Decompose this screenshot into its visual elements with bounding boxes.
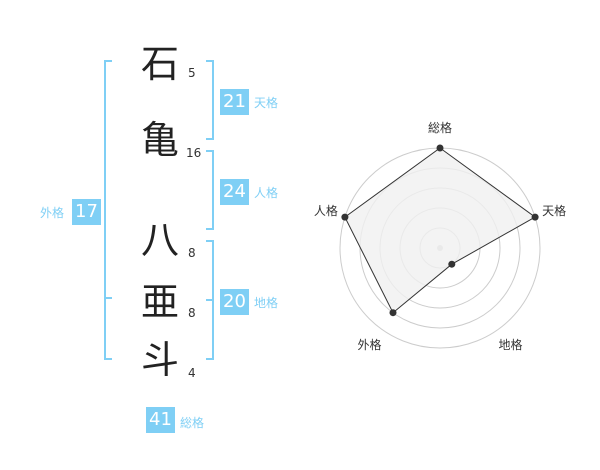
gaikaku-label: 外格 [40,206,65,220]
chikaku-value: 20 [220,289,249,315]
radar-point-3 [448,260,456,268]
stroke-count-4: 8 [188,306,196,320]
radar-point-2 [531,213,539,221]
tenkaku-bracket [206,60,214,140]
gaikaku-bracket [104,60,112,360]
kanji-char-1: 石 [140,42,179,86]
radar-axis-label-3: 地格 [498,337,522,352]
jinkaku-bracket [206,150,214,230]
tenkaku-value: 21 [220,89,249,115]
radar-axis-label-5: 人格 [314,203,338,218]
stroke-count-5: 4 [188,366,196,380]
chikaku-bracket-tick [206,299,214,301]
radar-polygon [344,147,537,314]
chikaku-label: 地格 [254,296,279,310]
kanji-char-5: 斗 [140,338,179,382]
kanji-char-4: 亜 [140,280,179,324]
radar-point-4 [389,309,397,317]
radar-axis-label-1: 総格 [428,120,452,135]
gaikaku-bracket-tick [104,297,112,299]
kanji-char-2: 亀 [140,118,179,162]
kanji-char-3: 八 [140,218,179,262]
jinkaku-label: 人格 [254,186,279,200]
stroke-count-3: 8 [188,246,196,260]
radar-point-5 [341,213,349,221]
radar-point-1 [436,144,444,152]
stroke-count-1: 5 [188,66,196,80]
jinkaku-value: 24 [220,179,249,205]
soukaku-value: 41 [146,407,175,433]
radar-axis-label-4: 外格 [357,337,381,352]
tenkaku-label: 天格 [254,96,279,110]
stroke-count-2: 16 [186,146,202,160]
soukaku-label: 総格 [180,416,205,430]
radar-axis-label-2: 天格 [542,203,566,218]
gaikaku-value: 17 [72,199,101,225]
radar-shape [341,144,539,317]
